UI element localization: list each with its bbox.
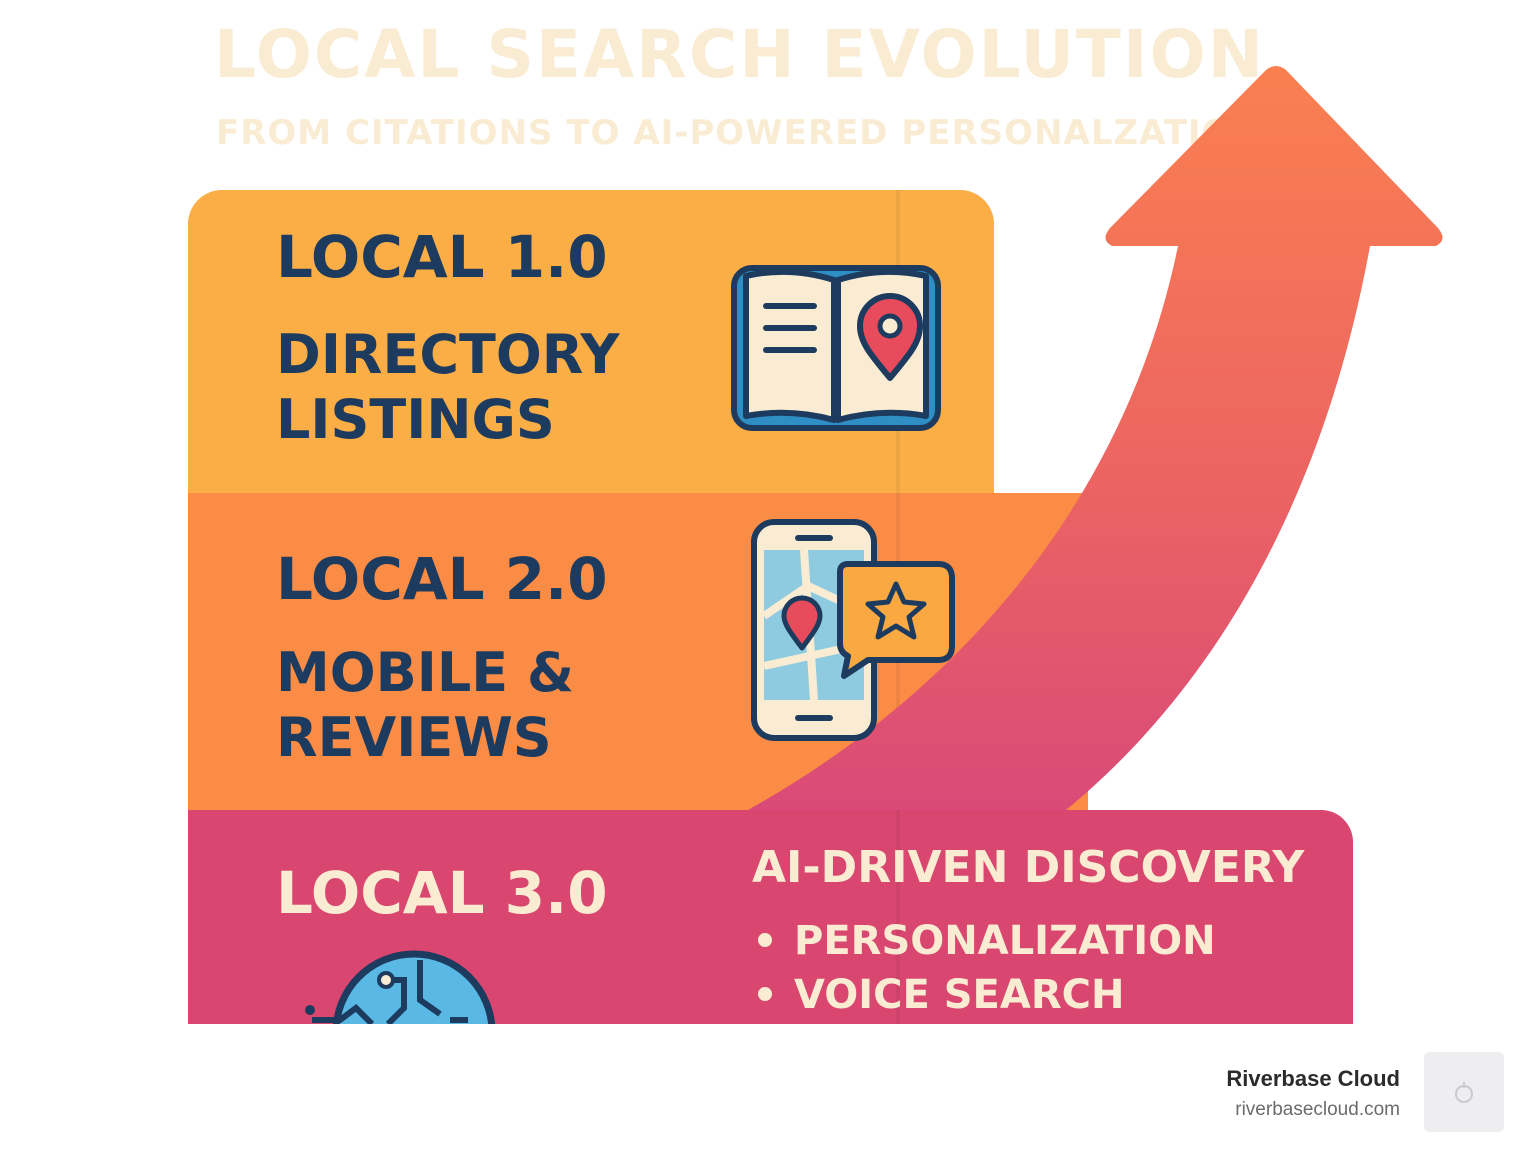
stage-2-level: LOCAL 2.0 [276,545,608,613]
book-map-pin-icon [731,265,941,431]
stage-2-description: MOBILE & REVIEWS [276,640,574,770]
bullet-icon [758,987,772,1001]
brand-url[interactable]: riverbasecloud.com [1235,1099,1400,1120]
feature-label: PERSONALIZATION [794,918,1216,964]
stage-2-description-line: MOBILE & [276,641,575,704]
stage-2-description-line: REVIEWS [276,706,552,769]
stage-1-level: LOCAL 1.0 [276,223,608,291]
brand-logo-icon [1424,1052,1504,1132]
brand-name: Riverbase Cloud [1226,1066,1400,1091]
panel-fold [896,810,900,1024]
list-item: VOICE SEARCH [752,968,1216,1022]
ai-feature-list: PERSONALIZATION VOICE SEARCH [752,914,1216,1022]
ai-brain-icon [305,950,496,1024]
stage-1-description-line: DIRECTORY [276,323,620,386]
feature-label: VOICE SEARCH [794,972,1125,1018]
infographic-title: LOCAL SEARCH EVOLUTION [214,16,1265,93]
infographic-subtitle: FROM CITATIONS TO AI-POWERED PERSONALZAT… [216,113,1262,153]
stage-1-description: DIRECTORY LISTINGS [276,322,620,452]
bullet-icon [758,933,772,947]
phone-map-review-icon [751,519,955,741]
stage-3-level: LOCAL 3.0 [276,859,608,927]
stage-1-description-line: LISTINGS [276,388,555,451]
list-item: PERSONALIZATION [752,914,1216,968]
ai-feature-title: AI-DRIVEN DISCOVERY [752,842,1305,893]
